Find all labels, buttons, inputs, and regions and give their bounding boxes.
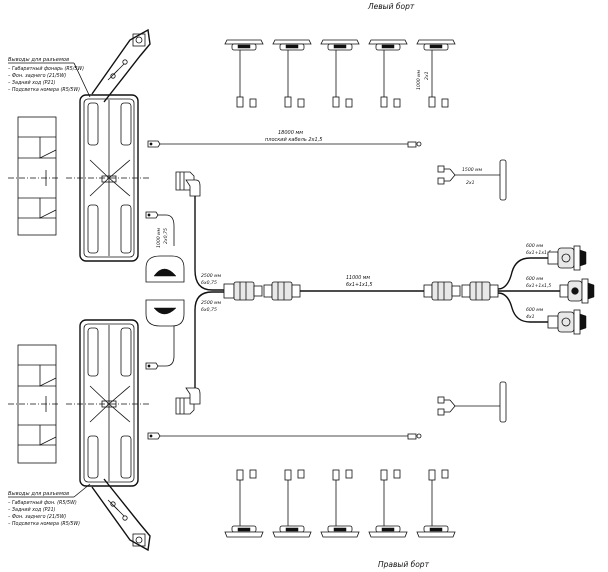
right-side-title: Правый борт <box>378 560 430 569</box>
side-marker-lamp <box>224 469 264 538</box>
end-marker-top-desc: 2х1 <box>466 180 475 186</box>
marker-cable-label: 1000 мм <box>416 69 422 90</box>
side-marker-lamp <box>320 469 360 538</box>
lower-branch-length: 2500 мм <box>201 300 222 306</box>
rear-lamp-bottom <box>8 319 151 552</box>
lamp-outputs-top-item: – Фон. заднего (21/5W) <box>8 73 66 79</box>
lamp-outputs-top-item: – Габаритный фонарь (R5/5W) <box>8 66 84 72</box>
end-marker-top-length: 1500 мм <box>462 167 483 173</box>
side-markers-top <box>224 39 456 108</box>
side-marker-lamp <box>416 39 456 108</box>
side-marker-lamp <box>272 39 312 108</box>
lamp-outputs-bottom-item: – Габаритный фон. (R5/5W) <box>8 500 77 506</box>
upper-branch-length: 2500 мм <box>201 273 222 279</box>
rear-lamp-top <box>8 28 151 262</box>
socket-bottom-right <box>547 309 587 335</box>
end-marker-bottom <box>437 381 507 423</box>
socket-mid-right <box>559 278 595 304</box>
lamp-outputs-top-heading: Выводы для разъемов <box>8 57 69 63</box>
lower-branch-desc: 6х0,75 <box>201 307 217 313</box>
side-marker-lamp <box>272 469 312 538</box>
left-side-title: Левый борт <box>367 2 415 11</box>
lamp-outputs-bottom-item: – Подсветка номера (R5/5W) <box>8 521 80 527</box>
lamp-outputs-top-legend: Выводы для разъемов – Габаритный фонарь … <box>8 57 91 98</box>
bot-right-branch-desc: 4х1 <box>526 314 535 320</box>
side-markers-bottom <box>224 469 456 538</box>
side-marker-lamp <box>368 469 408 538</box>
flat-cable-bottom <box>147 432 422 440</box>
plate-light-bottom <box>145 299 185 370</box>
plate-light-top: 1000 мм 2х0,75 <box>145 211 185 283</box>
lamp-outputs-top-item: – Задний ход (P21) <box>8 80 56 86</box>
side-marker-lamp <box>224 39 264 108</box>
plate-cable-length: 1000 мм <box>156 227 162 248</box>
mid-right-branch-desc: 6х1+1х1,5 <box>526 283 551 289</box>
flat-cable-top: 18000 мм плоский кабель 2х1,5 <box>147 130 422 148</box>
lamp-outputs-bottom-heading: Выводы для разъемов <box>8 491 69 497</box>
top-right-branch-desc: 6х1+1х1,5 <box>526 250 551 256</box>
mid-right-branch-length: 600 мм <box>526 276 544 282</box>
side-marker-lamp <box>368 39 408 108</box>
flat-cable-desc: плоский кабель 2х1,5 <box>265 137 322 143</box>
lamp-outputs-bottom-item: – Фон. заднего (21/5W) <box>8 514 66 520</box>
top-right-branch-length: 600 мм <box>526 243 544 249</box>
lamp-outputs-bottom-legend: Выводы для разъемов – Габаритный фон. (R… <box>8 483 91 527</box>
lamp-outputs-top-item: – Подсветка номера (R5/5W) <box>8 87 80 93</box>
upper-branch-desc: 6х0,75 <box>201 280 217 286</box>
plate-cable-desc: 2х0,75 <box>163 228 169 244</box>
main-cable-desc: 6х1+1х1,5 <box>346 282 372 288</box>
bot-right-branch-length: 600 мм <box>526 307 544 313</box>
side-marker-lamp <box>416 469 456 538</box>
side-marker-lamp <box>320 39 360 108</box>
flat-cable-length: 18000 мм <box>278 130 303 136</box>
end-marker-top: 1500 мм 2х1 <box>437 159 507 201</box>
central-harness: 2500 мм 6х0,75 2500 мм 6х0,75 11000 мм 6… <box>175 171 595 415</box>
socket-top-right <box>547 245 587 271</box>
lamp-outputs-bottom-item: – Задний ход (P21) <box>8 507 56 513</box>
marker-cable-desc: 2х1 <box>424 71 430 80</box>
main-cable-length: 11000 мм <box>346 275 370 281</box>
